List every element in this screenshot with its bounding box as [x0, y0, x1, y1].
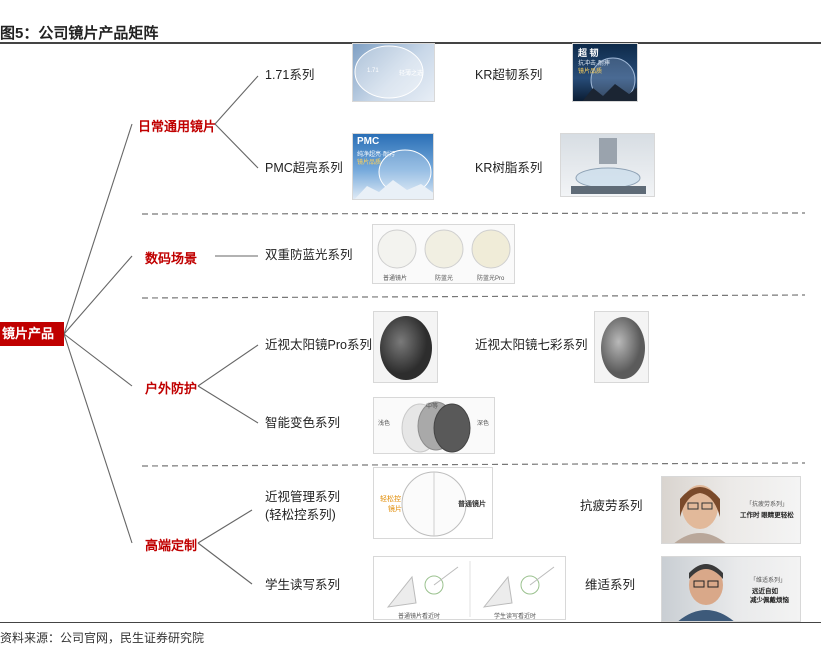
- item-171-series: 1.71系列: [265, 67, 314, 84]
- anti-fatigue-caption: 「抗疲劳系列」: [746, 499, 788, 508]
- pmc-image: PMC 纯净超亮·耐污 镜片品质: [352, 133, 434, 200]
- root-node: 镜片产品: [0, 322, 64, 346]
- item-photochromic-series: 智能变色系列: [265, 415, 340, 432]
- student-label-1: 普通镜片看近时: [398, 611, 440, 620]
- item-weishi-series: 维适系列: [585, 577, 635, 594]
- item-blue-light-series: 双重防蓝光系列: [265, 247, 353, 264]
- item-myopia-management-series: 近视管理系列: [265, 489, 340, 506]
- lens-171-tagline: 轻薄之选: [399, 68, 423, 77]
- person-icon: [662, 557, 801, 622]
- footer-divider: [0, 622, 821, 623]
- item-myopia-management-sub: (轻松控系列): [265, 507, 336, 524]
- item-anti-fatigue-series: 抗疲劳系列: [580, 498, 643, 515]
- student-reading-image: 普通镜片看近时 学生读写看近时: [373, 556, 566, 620]
- student-label-2: 学生读写看近时: [494, 611, 536, 620]
- lab-equipment-icon: [561, 134, 655, 197]
- item-sun-color-series: 近视太阳镜七彩系列: [475, 337, 588, 354]
- myopia-label-1: 轻松控: [380, 494, 401, 504]
- pmc-title: PMC: [357, 136, 379, 147]
- item-pmc-series: PMC超亮系列: [265, 160, 343, 177]
- myopia-label-3: 普通镜片: [458, 499, 486, 509]
- kr-tough-image: 超 韧 抗冲击·耐摔 镜片品质: [572, 43, 638, 102]
- anti-fatigue-image: 「抗疲劳系列」 工作时 眼睛更轻松: [661, 476, 801, 544]
- lens-171-image: 1.71 轻薄之选: [352, 43, 435, 102]
- photochromic-image: 浅色 中等 深色: [373, 397, 495, 454]
- blue-light-label-2: 防蓝光: [435, 273, 453, 282]
- sun-pro-image: [373, 311, 438, 383]
- category-daily: 日常通用镜片: [138, 116, 216, 135]
- pmc-badge: 镜片品质: [357, 157, 381, 166]
- sun-color-image: [594, 311, 649, 383]
- blue-light-label-1: 普通镜片: [383, 273, 407, 282]
- category-premium: 高端定制: [145, 535, 197, 554]
- photochromic-medium: 中等: [426, 401, 438, 410]
- weishi-caption: 「维适系列」: [750, 575, 786, 584]
- item-kr-resin-series: KR树脂系列: [475, 160, 542, 177]
- category-outdoor: 户外防护: [145, 378, 197, 397]
- weishi-image: 「维适系列」 远近自如 减少佩戴烦恼: [661, 556, 801, 622]
- item-sun-pro-series: 近视太阳镜Pro系列: [265, 337, 372, 354]
- item-kr-tough-series: KR超韧系列: [475, 67, 542, 84]
- myopia-label-2: 镜片: [388, 504, 402, 514]
- blue-light-image: 普通镜片 防蓝光 防蓝光Pro: [372, 224, 515, 284]
- anti-fatigue-tagline: 工作时 眼睛更轻松: [740, 509, 794, 519]
- lens-icon: [374, 312, 438, 383]
- item-student-reading-series: 学生读写系列: [265, 577, 340, 594]
- photochromic-dark: 深色: [477, 418, 489, 427]
- source-note: 资料来源：公司官网，民生证券研究院: [0, 629, 204, 646]
- blue-light-label-3: 防蓝光Pro: [477, 273, 504, 282]
- myopia-management-image: 轻松控 镜片 普通镜片: [373, 467, 493, 539]
- kr-resin-image: [560, 133, 655, 197]
- lens-icon: [595, 312, 649, 383]
- figure-title: 图5：公司镜片产品矩阵: [0, 22, 158, 43]
- photochromic-light: 浅色: [378, 418, 390, 427]
- category-digital: 数码场景: [145, 248, 197, 267]
- kr-tough-badge: 镜片品质: [578, 66, 602, 75]
- weishi-tagline-2: 减少佩戴烦恼: [750, 594, 789, 604]
- lens-171-label: 1.71: [367, 68, 379, 74]
